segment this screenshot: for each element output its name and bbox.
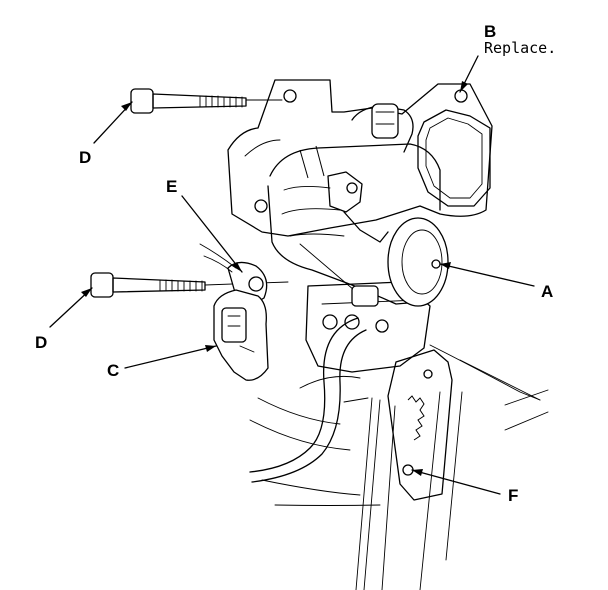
cable bbox=[249, 317, 369, 483]
callout-a-letter: A bbox=[541, 282, 553, 301]
mounting-bolt-upper bbox=[130, 88, 283, 114]
callout-d-upper-letter: D bbox=[79, 148, 91, 167]
mounting-bolt-lower bbox=[90, 272, 289, 298]
callout-d-lower-letter: D bbox=[35, 333, 47, 352]
callout-c-letter: C bbox=[107, 361, 119, 380]
gasket bbox=[417, 109, 491, 207]
leader-lines bbox=[49, 55, 535, 495]
callout-f-letter: F bbox=[508, 486, 518, 505]
flywheel-gear bbox=[387, 349, 453, 501]
starter-motor bbox=[267, 103, 449, 307]
terminal-cover bbox=[213, 289, 269, 381]
callout-b-note: Replace. bbox=[484, 39, 556, 57]
callout-e-letter: E bbox=[166, 177, 177, 196]
callout-b-letter: B bbox=[484, 22, 496, 41]
chassis-background bbox=[249, 344, 549, 590]
starter-flange bbox=[227, 79, 493, 237]
